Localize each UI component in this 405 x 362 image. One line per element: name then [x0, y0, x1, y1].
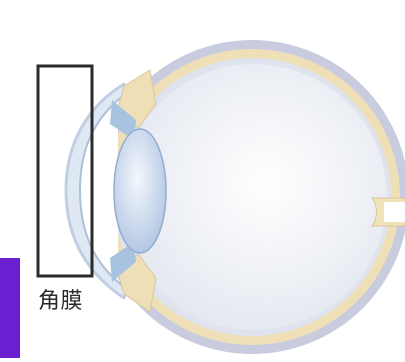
- cornea-label: 角膜: [38, 289, 83, 315]
- lens: [114, 129, 166, 253]
- optic-disc: [384, 202, 405, 222]
- accent-bar: [0, 258, 20, 358]
